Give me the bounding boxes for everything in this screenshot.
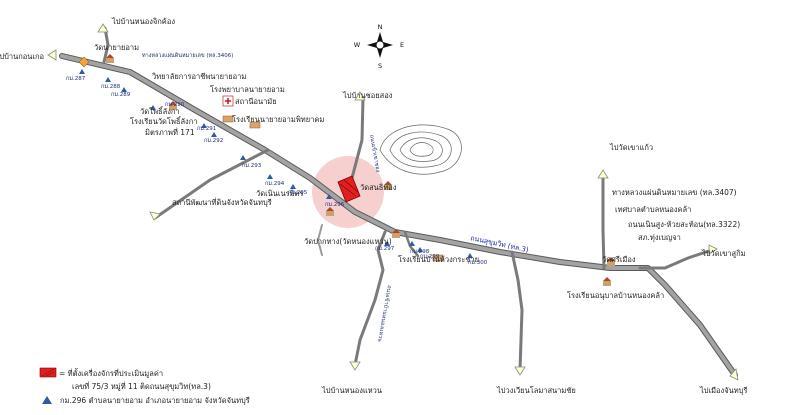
compass-north: N <box>378 23 383 31</box>
km-markers <box>79 69 473 258</box>
place-label: ทางหลวงแผ่นดินหมายเลข (ทล.3406) <box>142 52 233 59</box>
place-label: มิตรภาพที่ 171 <box>145 127 195 137</box>
place-label: โรงเรียนบ้านห้วงกระชาย <box>398 255 479 264</box>
km-label: กม.290 <box>165 102 185 108</box>
place-label: เทศบาลตำบลหนองคล้า <box>615 205 691 214</box>
legend: = ที่ตั้งเครื่องจักรที่ประเมินมูลค่า เลข… <box>39 367 250 405</box>
site-marker <box>337 175 361 203</box>
legend-site-address: เลขที่ 75/3 หมู่ที่ 11 ติดถนนสุขุมวิท(ทล… <box>72 381 211 391</box>
temple-icon <box>169 101 177 110</box>
km-label: กม.300 <box>468 260 488 266</box>
temple-icon <box>603 277 611 286</box>
dest-label: ไปเมืองจันทบุรี <box>699 386 747 395</box>
place-label: วัดปากทาง(วัดหนองแหวน) <box>304 237 392 246</box>
place-label: วัดโพธิ์ลังกา <box>140 106 180 116</box>
compass-south: S <box>378 62 382 70</box>
compass-west: W <box>354 41 361 49</box>
compass-east: E <box>400 41 404 49</box>
road-to-khao-sukim <box>638 248 714 270</box>
place-label: วัดนายายอาม <box>94 43 139 52</box>
road-to-loma <box>510 250 524 372</box>
km-marker-icon <box>240 155 246 160</box>
legend-km-line: กม.296 ตำบลนายายอาม อำเภอนายายอาม จังหวั… <box>60 396 250 405</box>
temple-icon <box>326 207 334 216</box>
km-marker-icon <box>417 247 423 252</box>
place-label: โรงเรียนวัดโพธิ์ลังกา <box>130 116 197 126</box>
road-to-nongjikkong <box>102 26 110 64</box>
place-label: โรงพยาบาลนายายอาม <box>210 85 285 94</box>
km-label: กม.294 <box>265 181 285 187</box>
km-label: กม.287 <box>66 76 86 82</box>
km-marker-icon <box>290 184 296 189</box>
dest-label: ไปวัดเขาสูกิม <box>701 249 746 258</box>
temple-icon <box>106 54 114 63</box>
place-label: วิทยาลัยการอาชีพนายายอาม <box>151 72 246 81</box>
place-label: วัดศรีเมือง <box>602 255 636 264</box>
km-label: กม.297 <box>375 246 395 252</box>
dest-label: ไปวงเวียนโลมาสนามชัย <box>496 386 576 395</box>
legend-site-label: = ที่ตั้งเครื่องจักรที่ประเมินมูลค่า <box>59 368 163 378</box>
km-label: กม.292 <box>204 138 223 144</box>
km-marker-icon <box>79 69 85 74</box>
landmark-icon <box>78 56 90 68</box>
km-marker-icon <box>326 194 332 199</box>
dest-label: ไปวัดเขาแก้ว <box>609 143 653 152</box>
school-icon <box>222 115 234 123</box>
km-label: กม.288 <box>101 84 121 90</box>
temple-icon <box>384 181 392 190</box>
place-label: วัดเนินเนรมิตร <box>256 189 303 198</box>
km-marker-icon <box>121 87 127 92</box>
place-label: ถนนเนินสูง-ห้วยสะท้อน(ทล.3322) <box>628 220 740 229</box>
destination-labels: ไปบ้านกอนเกอ ไปบ้านหนองจิกค้อง ไปบ้านชอย… <box>0 17 747 395</box>
km-marker-icon <box>211 132 217 137</box>
km-marker-icon <box>467 253 473 258</box>
temple-icon <box>607 257 615 266</box>
place-label: วัดสนธิทอง <box>360 183 397 192</box>
destination-arrows <box>47 23 739 381</box>
dest-label: ไปบ้านชอยสอง <box>342 91 393 100</box>
road-to-nong-waen <box>353 230 387 367</box>
place-label: สถานีอนามัย <box>235 97 277 106</box>
school-icon <box>432 254 444 262</box>
km-label: กม.291 <box>197 126 216 132</box>
school-icon <box>249 121 261 129</box>
hospital-icon <box>222 95 234 107</box>
landmark-icons <box>78 54 615 286</box>
dest-label: ไปบ้านกอนเกอ <box>0 52 44 61</box>
road-to-soi-song <box>350 96 365 180</box>
km-label: กม.295 <box>288 190 308 196</box>
place-labels: วัดนายายอาม ทางหลวงแผ่นดินหมายเลข (ทล.34… <box>94 43 740 343</box>
temple-icon <box>392 229 400 238</box>
km-marker-icon <box>267 174 273 179</box>
dest-label: ไปบ้านหนองจิกค้อง <box>111 17 175 26</box>
place-label: สถานีพัฒนาที่ดินจังหวัดจันทบุรี <box>172 197 272 207</box>
dest-label: ไปบ้านหนองแหวน <box>321 386 382 395</box>
place-label: โรงเรียนนายายอามพิทยาคม <box>232 115 324 124</box>
km-marker-icon <box>409 241 415 246</box>
road-to-khao-kaeo <box>601 173 606 270</box>
km-label: กม.289 <box>111 92 131 98</box>
km-marker-icon <box>201 123 207 128</box>
km-marker-icon <box>150 105 156 110</box>
km-labels: กม.287 กม.288 กม.289 กม.290 กม.291 กม.29… <box>66 76 488 266</box>
km-marker-icon <box>384 241 390 246</box>
place-label: สภ.ทุ่งเบญจา <box>638 233 681 242</box>
km-label: กม.293 <box>242 163 262 169</box>
place-label: ถนนเข้าบ้านหนองแหวน <box>376 285 393 343</box>
main-road-sukhumvit <box>59 53 738 378</box>
compass-rose: N S E W <box>354 23 404 70</box>
legend-km-icon <box>42 396 52 404</box>
km-label: กม.296 <box>325 202 345 208</box>
place-label: โรงเรียนอนุบาลบ้านหนองคล้า <box>567 291 664 300</box>
mountain-contours <box>379 124 462 175</box>
road-to-land-dev <box>153 148 270 220</box>
km-marker-icon <box>105 77 111 82</box>
place-label: ทางหลวงแผ่นดินหมายเลข (ทล.3407) <box>612 188 737 197</box>
km-label: กม.299 <box>420 254 440 260</box>
km-label: กม.298 <box>410 249 430 255</box>
